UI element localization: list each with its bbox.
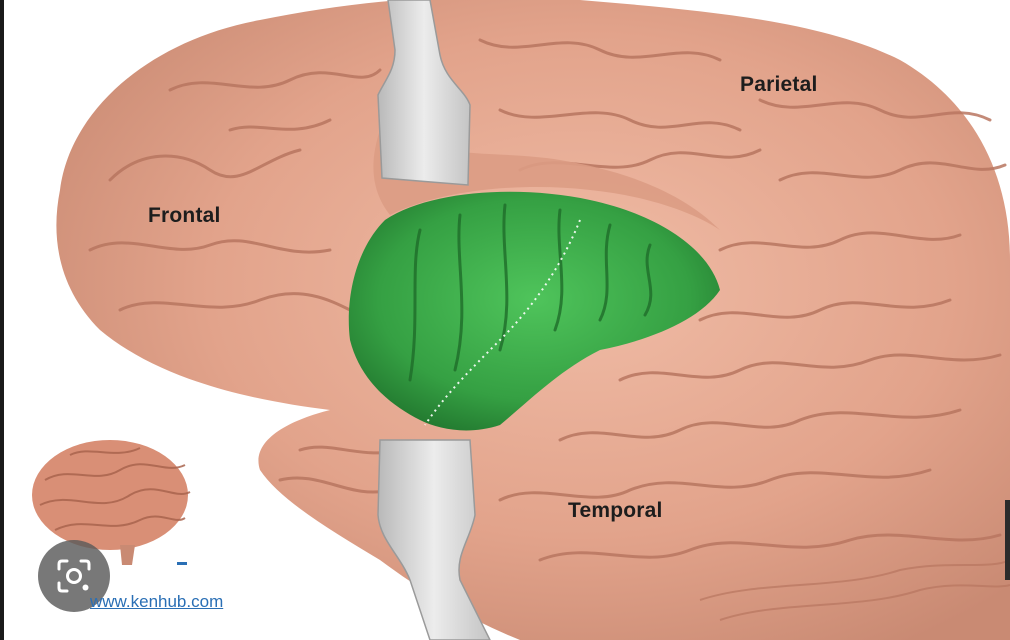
left-edge-bar (0, 0, 4, 640)
right-edge-bar (1005, 500, 1010, 580)
parietal-lobe-label: Parietal (740, 73, 818, 96)
thumbnail-brain (32, 440, 191, 565)
retractor-bottom (377, 439, 491, 640)
retractor-top (377, 0, 471, 186)
frontal-lobe-label: Frontal (148, 204, 221, 227)
insula-region (348, 191, 720, 431)
visual-search-icon (57, 559, 91, 593)
visual-search-button[interactable] (38, 540, 110, 612)
source-link[interactable]: www.kenhub.com (90, 592, 224, 611)
temporal-lobe-label: Temporal (568, 499, 663, 522)
